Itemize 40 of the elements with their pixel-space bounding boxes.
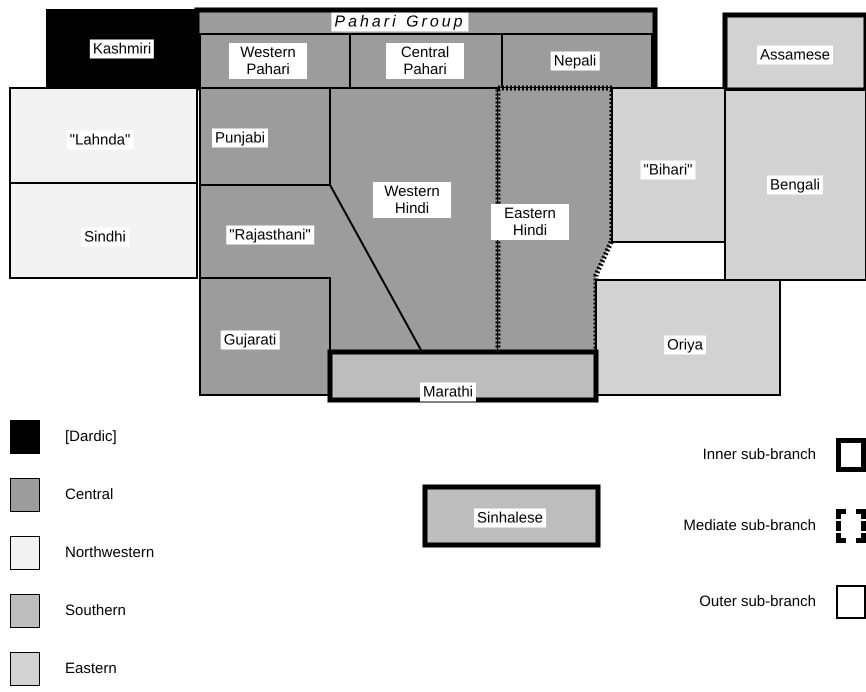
legend-text: Outer sub-branch [699,593,816,610]
language-name: Sinhalese [474,508,546,528]
language-region [596,280,780,395]
legend-text: Northwestern [65,544,154,561]
language-name: Western Hindi [373,182,451,218]
language-region [330,352,596,400]
language-name: Kashmiri [90,40,154,58]
language-name: "Bihari" [640,160,696,180]
language-name: Oriya [664,336,706,354]
legend-text: Inner sub-branch [702,446,816,463]
subregion-area [502,34,652,88]
language-region [725,15,866,90]
language-name: Nepali [550,52,600,70]
group-title: Pahari Group [331,12,469,32]
legend-text: Eastern [65,660,117,677]
language-name: "Rajasthani" [226,226,314,244]
legend-text: Southern [65,602,126,619]
language-region [197,10,655,88]
legend-text: Central [65,486,114,503]
subregion-area [350,34,502,88]
language-name: Punjabi [212,128,268,148]
language-region [200,278,330,395]
language-name: Bengali [766,176,824,194]
language-region [425,487,598,545]
language-name: Gujarati [220,330,280,350]
language-region [47,10,197,88]
language-region [612,88,725,242]
language-region [10,88,197,183]
legend-text: Mediate sub-branch [683,517,816,534]
language-name: Marathi [420,382,476,402]
language-name: Western Pahari [229,43,307,79]
language-region [10,183,197,278]
subregion-area [200,34,350,88]
language-name: Sindhi [81,228,129,246]
language-region [200,88,330,185]
language-name: Central Pahari [386,43,464,79]
language-name: Eastern Hindi [491,204,569,240]
language-name: Assamese [756,46,834,64]
language-name: "Lahnda" [66,130,134,150]
legend-text: [Dardic] [65,428,117,445]
